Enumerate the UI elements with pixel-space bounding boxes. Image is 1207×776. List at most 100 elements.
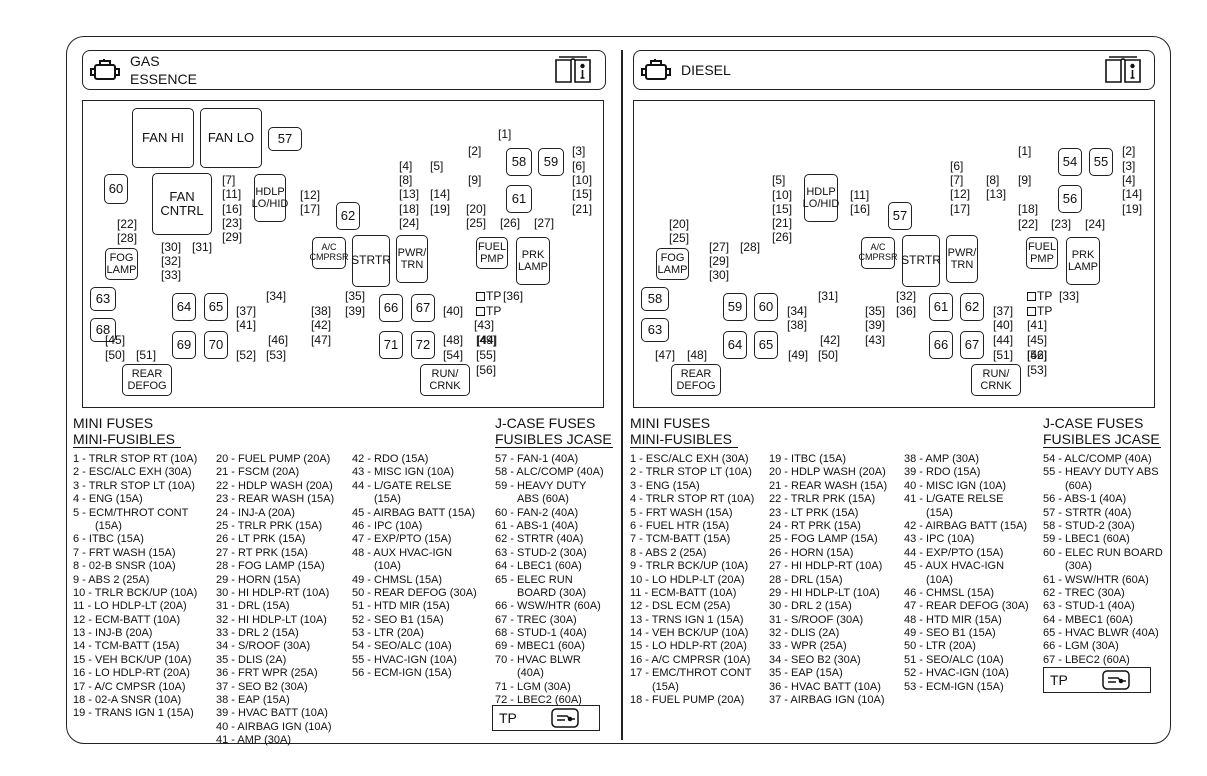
gas-mini-fuse-34: [34] <box>266 289 287 303</box>
fuse-number: 51 <box>139 348 153 362</box>
fuse-number: 1 <box>1021 144 1029 158</box>
diesel-legend-entry: (60A) <box>1065 479 1092 492</box>
gas-jcase-fuse-63: 63 <box>90 287 116 311</box>
diesel-mini-fuse-12: [12] <box>950 187 971 201</box>
gas-legend-entry: 67 - TREC (30A) <box>495 613 577 626</box>
gas-legend-entry: 62 - STRTR (40A) <box>495 533 584 546</box>
gas-tp-box <box>492 705 600 731</box>
diesel-legend-entry: 10 - LO HDLP-LT (20A) <box>630 573 745 586</box>
diesel-legend-entry: 1 - ESC/ALC EXH (30A) <box>630 453 749 465</box>
gas-mini-fuse-53: [53] <box>266 348 287 362</box>
fuse-number: 24 <box>1088 217 1102 231</box>
diesel-jcase-fuse-55: 55 <box>1089 148 1113 176</box>
gas-legend-entry: 41 - AMP (30A) <box>216 734 291 747</box>
fuse-number: 13 <box>402 187 416 201</box>
fuse-number: 27 <box>712 240 726 254</box>
fuse-number: 45 <box>108 333 122 347</box>
gas-mini-fuse-54: [54] <box>443 348 464 362</box>
fuse-number: 14 <box>433 187 447 201</box>
gas-mini-fuse-46: [46] <box>268 333 289 347</box>
gas-tp-label: TP <box>499 710 517 726</box>
diesel-mini-fuse-28: [28] <box>740 240 761 254</box>
diesel-mini-fuse-1: [1] <box>1018 144 1032 158</box>
underline <box>1043 447 1161 448</box>
fuse-number: 32 <box>164 254 178 268</box>
diesel-mini-fuse-19: [19] <box>1122 202 1143 216</box>
diesel-mini-fuse-39: [39] <box>865 318 886 332</box>
gas-mini-fuse-17: [17] <box>300 202 321 216</box>
fuse-number: 36 <box>506 289 520 303</box>
fuse-number: 52 <box>239 348 253 362</box>
fuse-number: 32 <box>899 289 913 303</box>
fuse-number: 30 <box>164 240 178 254</box>
diesel-mini-fuse-53: [53] <box>1027 363 1048 377</box>
gas-module-fog: FOG LAMP <box>105 248 138 280</box>
fuse-number: 48 <box>446 333 460 347</box>
engine-icon <box>639 58 675 84</box>
diesel-legend-entry: 56 - ABS-1 (40A) <box>1043 493 1127 506</box>
gas-mini-fuse-19: [19] <box>430 202 451 216</box>
fuse-number: 41 <box>1030 318 1044 332</box>
diesel-legend-entry: 5 - FRT WASH (15A) <box>630 506 733 519</box>
gas-module-run: RUN/ CRNK <box>420 364 470 396</box>
fuse-number: 21 <box>575 202 589 216</box>
gas-legend-entry: 6 - ITBC (15A) <box>73 533 144 546</box>
diesel-mini-fuse-17: [17] <box>950 202 971 216</box>
fuse-number: 4 <box>1125 173 1133 187</box>
fuse-number: 46 <box>1030 348 1044 362</box>
gas-legend-entry: 22 - HDLP WASH (20A) <box>216 479 333 492</box>
gas-mini-fuse-35: [35] <box>345 289 366 303</box>
gas-legend-entry: 34 - S/ROOF (30A) <box>216 640 311 653</box>
fuse-number: 34 <box>790 304 804 318</box>
underline <box>630 447 738 448</box>
gas-mini-fuse-10: [10] <box>572 173 593 187</box>
diesel-legend-entry: 59 - LBEC1 (60A) <box>1043 533 1130 546</box>
diesel-mini-fuse-24: [24] <box>1085 217 1106 231</box>
diesel-jcase-fuse-62: 62 <box>960 293 984 321</box>
diesel-module-pwr: PWR/ TRN <box>946 235 978 283</box>
gas-mini-fuse-8: [8] <box>399 173 413 187</box>
diesel-mini-fuse-8: [8] <box>986 173 1000 187</box>
diesel-test-point: TP <box>1027 290 1052 303</box>
fuse-number: 1 <box>501 127 509 141</box>
gas-mini-fuse-4: [4] <box>399 159 413 173</box>
fuse-number: 39 <box>348 304 362 318</box>
diesel-legend-entry: (10A) <box>926 573 953 586</box>
gas-legend-entry: 52 - SEO B1 (15A) <box>352 613 444 626</box>
diesel-mini-fuse-50: [50] <box>818 348 839 362</box>
diesel-mini-fuse-9: [9] <box>1018 173 1032 187</box>
gas-legend-entry: 17 - A/C CMPSR (10A) <box>73 680 186 693</box>
test-point-icon <box>1027 307 1036 317</box>
gas-legend-entry: 61 - ABS-1 (40A) <box>495 519 579 532</box>
gas-legend-entry: 3 - TRLR STOP LT (10A) <box>73 479 195 492</box>
fuse-number: 11 <box>225 187 238 201</box>
diesel-mini-fuse-25: [25] <box>669 231 690 245</box>
diesel-mini-fuse-35: [35] <box>865 304 886 318</box>
gas-jcase-fuse-62: 62 <box>336 202 360 230</box>
diesel-legend-entry: 66 - LGM (30A) <box>1043 640 1119 653</box>
diesel-legend-entry: 62 - TREC (30A) <box>1043 586 1125 599</box>
diesel-module-rear: REAR DEFOG <box>671 364 721 396</box>
fuse-number: 5 <box>433 159 441 173</box>
diesel-tp-label: TP <box>1050 672 1068 688</box>
diesel-legend-entry: 27 - HI HDLP-RT (10A) <box>769 560 883 573</box>
gas-mini-fuse-5: [5] <box>430 159 444 173</box>
fuse-number: 34 <box>269 289 283 303</box>
diesel-legend-entry: (15A) <box>652 680 679 693</box>
diesel-legend-entry: 20 - HDLP WASH (20A) <box>769 466 886 479</box>
fuse-number: 47 <box>658 348 672 362</box>
fuse-number: 42 <box>314 318 328 332</box>
gas-mini-fuse-18: [18] <box>399 202 420 216</box>
diesel-legend-entry: 64 - MBEC1 (60A) <box>1043 613 1133 626</box>
gas-legend-entry: 45 - AIRBAG BATT (15A) <box>352 506 476 519</box>
gas-legend-entry: 70 - HVAC BLWR <box>495 653 581 666</box>
gas-legend-entry: (15A) <box>95 519 122 532</box>
gas-legend-entry: (10A) <box>374 560 401 573</box>
fuse-number: 11 <box>853 188 866 202</box>
gas-legend-entry: 4 - ENG (15A) <box>73 493 143 506</box>
gas-legend-entry: 69 - MBEC1 (60A) <box>495 640 585 653</box>
gas-legend-entry: 42 - RDO (15A) <box>352 453 429 465</box>
diesel-mini-fuse-38: [38] <box>787 318 808 332</box>
gas-mini-fuse-45: [45] <box>105 333 126 347</box>
